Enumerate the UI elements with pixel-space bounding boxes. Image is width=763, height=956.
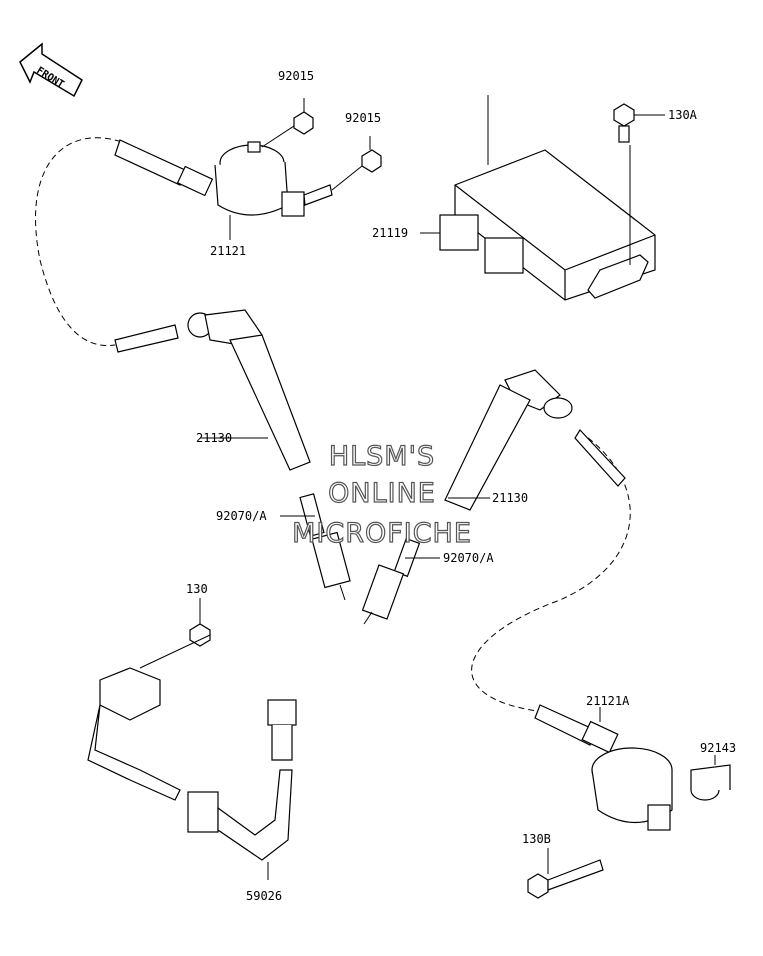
- pickup-coil-59026: [87, 623, 297, 861]
- label-21121A: 21121A: [586, 694, 630, 708]
- label-92143: 92143: [700, 741, 736, 755]
- label-21121: 21121: [210, 244, 246, 258]
- spark-plug-92070-b: [361, 537, 421, 625]
- igniter-unit-21119: [439, 95, 656, 301]
- label-130B: 130B: [522, 832, 551, 846]
- watermark: HLSM'S ONLINE MICROFICHE: [291, 440, 472, 549]
- ignition-coil-21121A: [534, 704, 673, 831]
- label-21130-left: 21130: [196, 431, 232, 445]
- label-130: 130: [186, 582, 208, 596]
- label-21130-right: 21130: [492, 491, 528, 505]
- label-92015-b: 92015: [345, 111, 381, 125]
- label-92015-a: 92015: [278, 69, 314, 83]
- ignition-coil-21121: [35, 137, 333, 353]
- label-92070-a: 92070/A: [216, 509, 267, 523]
- label-21119: 21119: [372, 226, 408, 240]
- bolt-130B: [527, 848, 604, 899]
- plug-cap-21130-left: [187, 309, 311, 471]
- bolt-130A: [613, 103, 665, 143]
- label-130A: 130A: [668, 108, 698, 122]
- plug-cap-21130-right: [444, 369, 631, 713]
- front-arrow-icon: FRONT: [19, 42, 83, 98]
- watermark-line-2: ONLINE: [328, 478, 436, 509]
- spark-plug-92070-a: [299, 493, 351, 601]
- nut-92015-b: [361, 149, 382, 173]
- nut-92015-a: [293, 111, 314, 135]
- watermark-line-3: MICROFICHE: [292, 518, 472, 549]
- watermark-line-1: HLSM'S: [329, 441, 435, 472]
- collar-92143: [690, 755, 731, 801]
- label-59026: 59026: [246, 889, 282, 903]
- label-92070-b: 92070/A: [443, 551, 494, 565]
